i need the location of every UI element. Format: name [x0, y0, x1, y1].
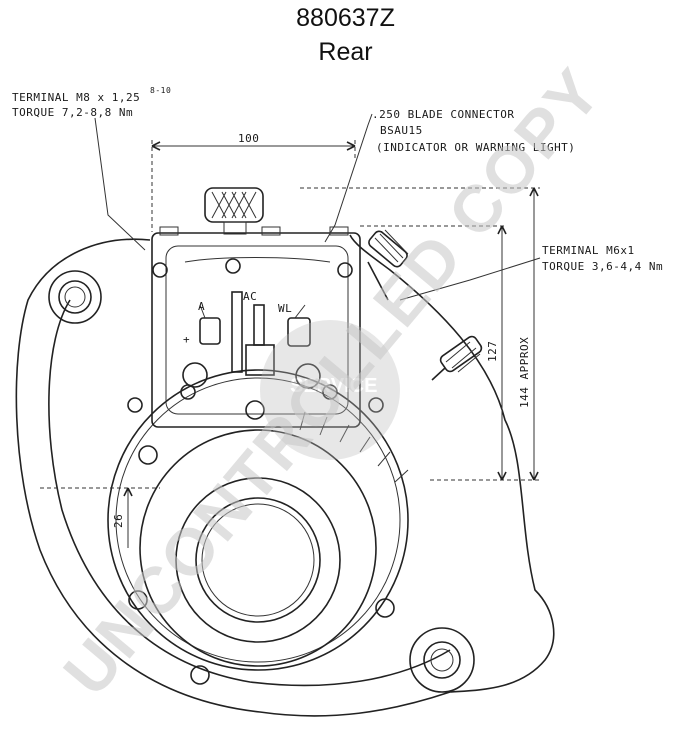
terminal-m6-line2: TORQUE 3,6-4,4 Nm: [542, 260, 663, 273]
terminal-m8-line1: TERMINAL M8 x 1,25: [12, 91, 140, 104]
dim-127-label: 127: [486, 341, 499, 362]
dim-100: [151, 140, 356, 232]
dim-100-label: 100: [238, 132, 259, 145]
mount-hole-left-inner: [64, 286, 86, 308]
cover-bolt: [190, 665, 210, 685]
dim-26: [40, 487, 160, 548]
housing-outline: [15, 234, 555, 717]
terminal-m6-line1: TERMINAL M6x1: [542, 244, 635, 257]
dim-26-label: 26: [112, 514, 125, 528]
blade-connector: [367, 229, 409, 301]
mount-hole-left: [58, 280, 92, 314]
dim-144-label: 144 APPROX: [518, 337, 531, 408]
terminal-m8-line2: TORQUE 7,2-8,8 Nm: [12, 106, 133, 119]
cover-bolt: [138, 445, 158, 465]
diagram-subtitle: Rear: [318, 38, 373, 66]
terminal-box-screws: [127, 258, 384, 420]
leader-blade: [324, 113, 373, 243]
watermark-subtext: SERVICE: [290, 375, 377, 397]
suppressor-capacitor: [204, 187, 264, 223]
blade-line1: .250 BLADE CONNECTOR: [372, 108, 514, 121]
mount-hole-right-inner: [430, 648, 454, 672]
terminal-wl: [287, 304, 321, 389]
cover-bolt: [375, 598, 395, 618]
bearing-bore: [195, 497, 321, 623]
box-lug: [261, 226, 281, 236]
terminal-box: [151, 232, 361, 428]
diagram-title: 880637Z: [296, 4, 395, 32]
terminal-a: [182, 304, 221, 388]
suppressor-hatch: [211, 191, 257, 219]
suppressor-mount: [223, 221, 247, 235]
mount-ear-right: [409, 627, 475, 693]
label-a: A: [198, 300, 205, 313]
service-watermark-logo: SERVICE: [260, 320, 400, 460]
cover-bolts: [128, 445, 395, 685]
label-wl: WL: [278, 302, 292, 315]
box-lug: [159, 226, 179, 236]
blade-line2: BSAU15: [380, 124, 423, 137]
rear-cover-rim: [115, 377, 401, 663]
terminal-m8-tolerance: 8-10: [150, 86, 171, 95]
mount-ear-left: [48, 270, 102, 324]
rear-cover-outer: [107, 369, 409, 671]
terminal-ac: [231, 291, 275, 376]
box-lug: [329, 226, 349, 236]
label-ac: AC: [243, 290, 257, 303]
housing-inner: [48, 299, 451, 687]
dim-127: [360, 225, 507, 481]
terminal-box-gasket: [184, 257, 331, 263]
cover-bolt: [128, 590, 148, 610]
leader-m6: [399, 257, 541, 301]
leader-m8: [94, 117, 146, 251]
m6-terminal: [431, 335, 483, 381]
blade-line3: (INDICATOR OR WARNING LIGHT): [376, 141, 575, 154]
bearing-boss: [175, 477, 341, 643]
bearing-boss-outer: [139, 429, 377, 667]
mount-hole-right: [423, 641, 461, 679]
label-plus: +: [183, 333, 190, 346]
bearing-bore-inner: [201, 503, 315, 617]
terminal-box-inner: [165, 245, 349, 415]
dim-144: [300, 187, 540, 481]
